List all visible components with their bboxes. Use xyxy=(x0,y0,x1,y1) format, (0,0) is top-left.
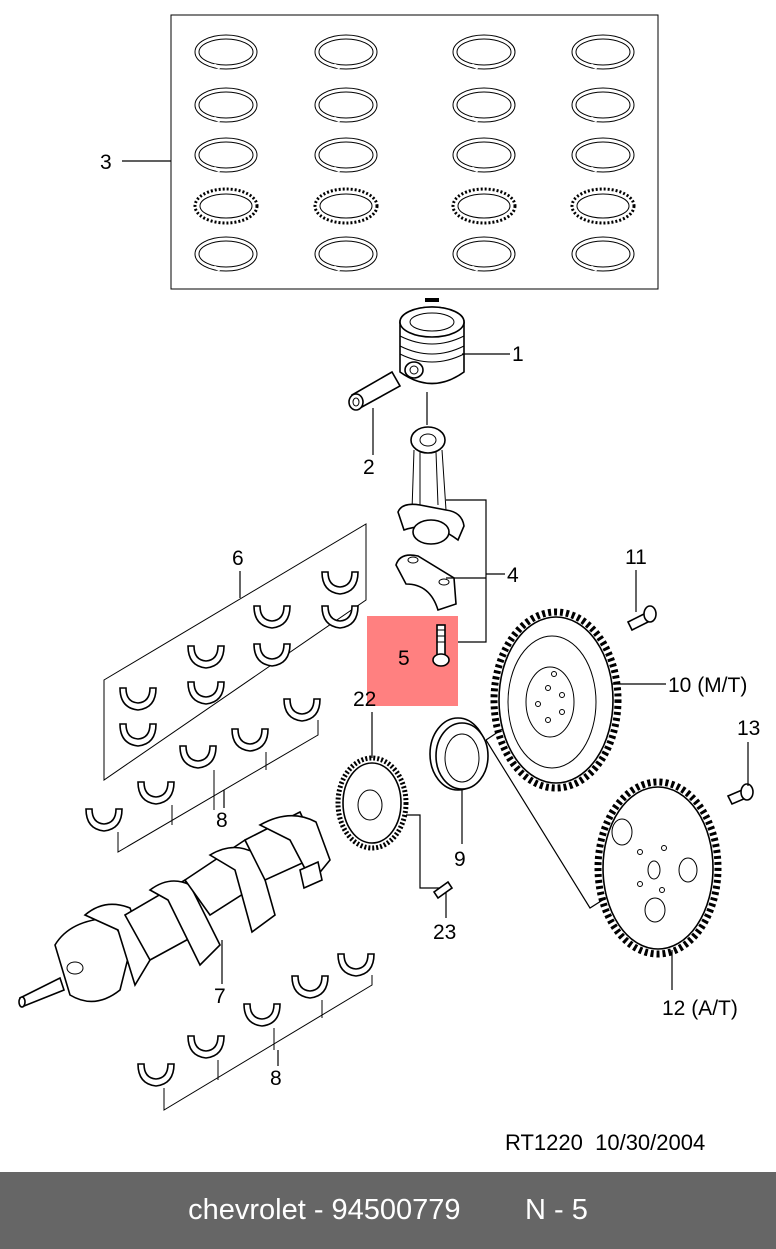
sprocket-bolt xyxy=(432,880,454,900)
connecting-rod-cap xyxy=(395,554,457,612)
flywheel xyxy=(490,608,622,792)
label-3: 3 xyxy=(100,151,112,174)
piston xyxy=(399,298,465,385)
diagram-reference: RT1220 10/30/2004 xyxy=(505,1130,705,1156)
label-8-upper: 8 xyxy=(216,809,228,832)
label-6: 6 xyxy=(232,547,244,570)
ref-date: 10/30/2004 xyxy=(595,1130,706,1155)
label-22: 22 xyxy=(353,688,376,711)
crankshaft xyxy=(18,810,331,1008)
footer-bar: chevrolet - 94500779 N - 5 xyxy=(0,1172,776,1249)
label-7: 7 xyxy=(214,985,226,1008)
piston-pin xyxy=(348,370,402,411)
main-bearings-lower xyxy=(137,953,375,1111)
label-23: 23 xyxy=(433,921,456,944)
flexplate-bolt xyxy=(726,783,754,806)
conrod-bearing-set xyxy=(103,523,367,781)
footer-page: N - 5 xyxy=(525,1194,588,1226)
label-2: 2 xyxy=(363,456,375,479)
flexplate xyxy=(594,778,722,958)
rod-bolt xyxy=(432,624,450,667)
label-4: 4 xyxy=(507,564,519,587)
label-1: 1 xyxy=(512,343,524,366)
oil-seal xyxy=(429,717,489,791)
label-12: 12 (A/T) xyxy=(662,997,738,1020)
label-11: 11 xyxy=(625,546,647,569)
label-8-lower: 8 xyxy=(270,1067,282,1090)
ref-code: RT1220 xyxy=(505,1130,583,1155)
connecting-rod xyxy=(397,426,465,545)
label-10: 10 (M/T) xyxy=(668,674,747,697)
crankshaft-sprocket xyxy=(335,755,409,851)
flywheel-bolt xyxy=(626,605,657,632)
main-bearings-upper xyxy=(85,698,321,853)
piston-ring-set xyxy=(170,14,659,290)
label-5: 5 xyxy=(398,647,410,670)
label-13: 13 xyxy=(737,717,760,740)
label-9: 9 xyxy=(454,848,466,871)
parts-diagram: 3 1 2 4 xyxy=(18,14,760,1111)
footer-part-text: chevrolet - 94500779 xyxy=(188,1194,461,1226)
